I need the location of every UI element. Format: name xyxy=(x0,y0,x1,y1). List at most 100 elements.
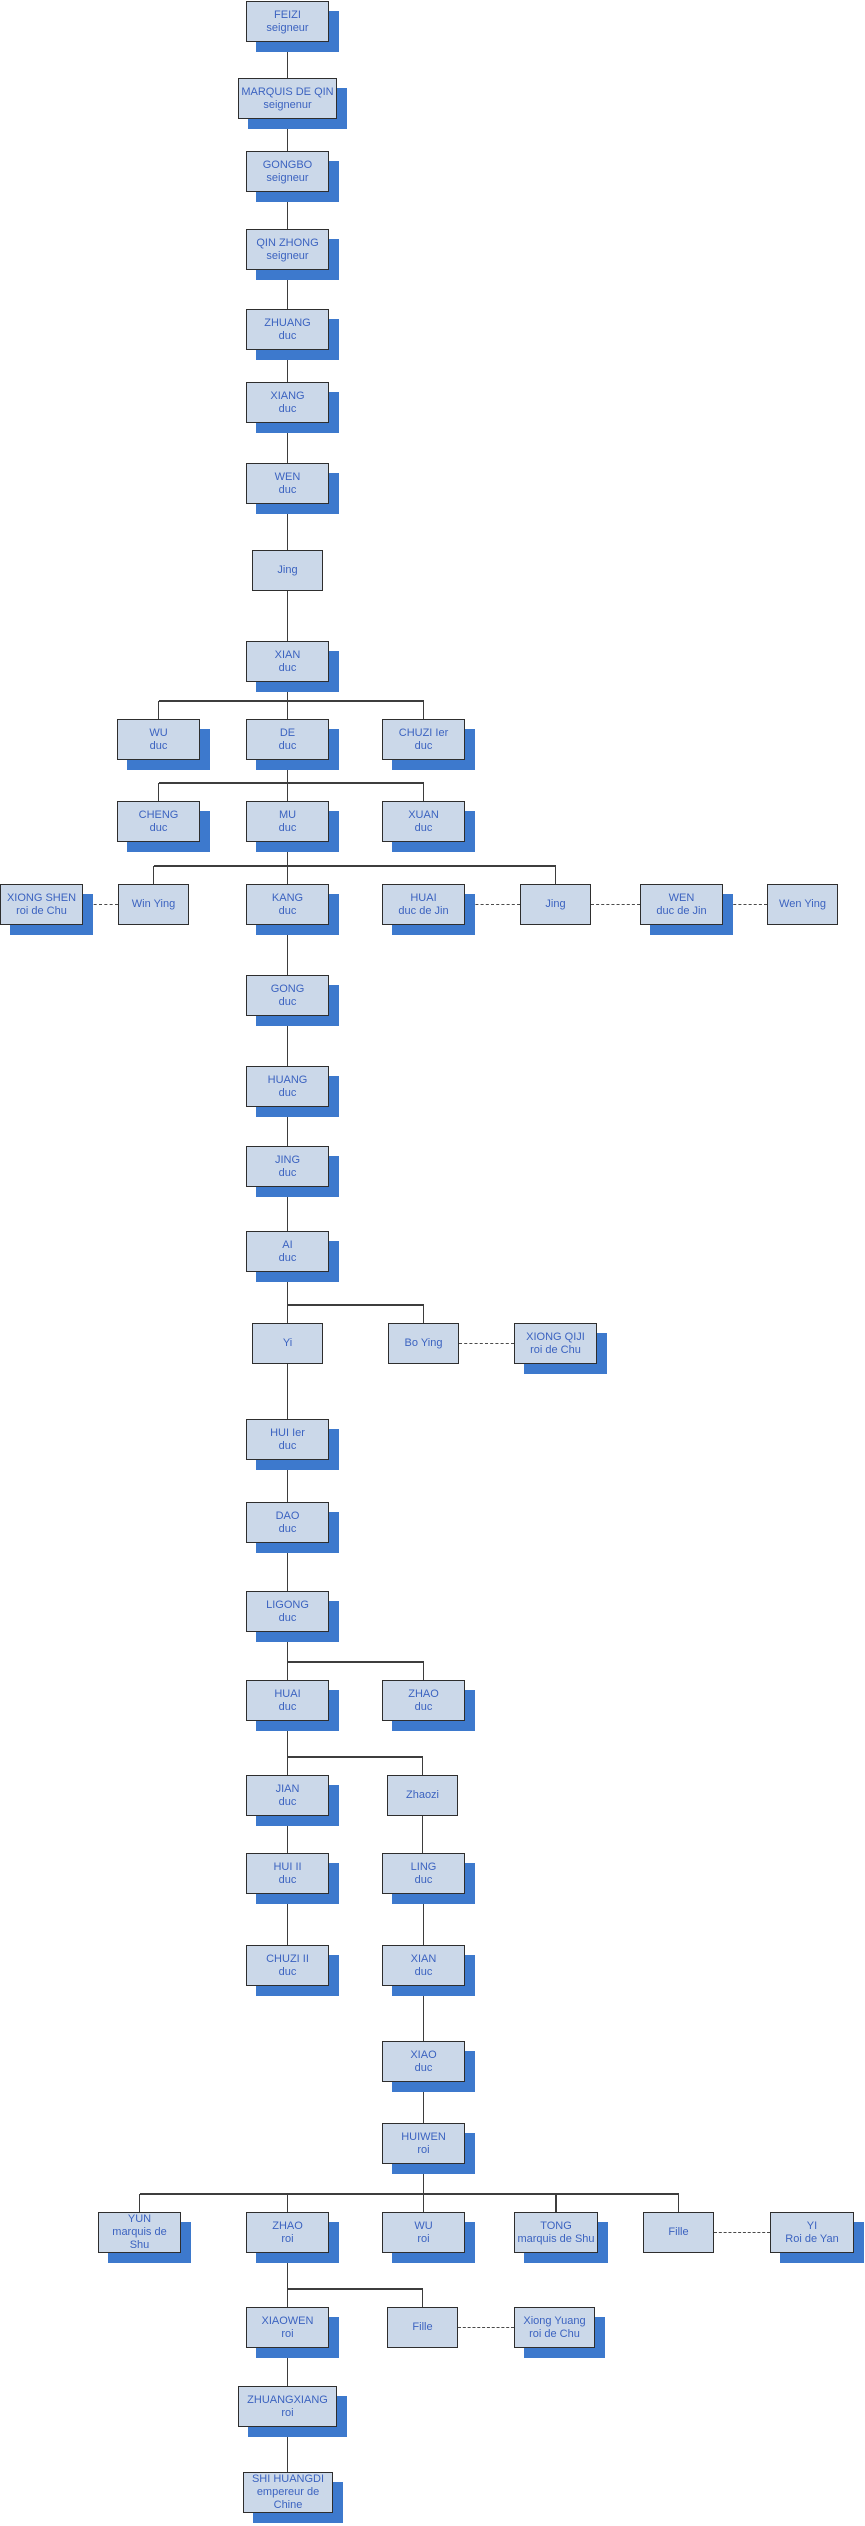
tree-connector-line xyxy=(286,842,289,866)
tree-branch-line xyxy=(287,1756,423,1758)
node-boying[interactable]: Bo Ying xyxy=(388,1323,459,1364)
node-name: WEN xyxy=(274,470,301,483)
node-jing1[interactable]: Jing xyxy=(252,550,323,591)
node-name: HUI Ier xyxy=(270,1426,305,1439)
marriage-dashed-line xyxy=(723,903,767,905)
tree-connector-line xyxy=(286,2289,289,2307)
node-winying[interactable]: Win Ying xyxy=(118,884,189,925)
tree-connector-line xyxy=(286,1460,289,1502)
node-title: marquis de Shu xyxy=(517,2232,595,2245)
node-name: YUN xyxy=(127,2213,152,2225)
marriage-dashed-line xyxy=(459,1342,514,1344)
node-jing2[interactable]: Jing xyxy=(520,884,591,925)
tree-connector-line xyxy=(157,701,160,719)
marriage-dashed-line xyxy=(83,903,118,905)
tree-connector-line xyxy=(286,2194,289,2212)
node-title: seigneur xyxy=(266,249,309,262)
node-title: duc xyxy=(414,2061,433,2074)
node-title: duc de Jin xyxy=(656,904,707,917)
node-title: duc xyxy=(278,329,297,342)
tree-connector-line xyxy=(286,701,289,719)
node-name: XUAN xyxy=(408,808,439,821)
tree-connector-line xyxy=(286,1662,289,1680)
tree-connector-line xyxy=(677,2194,680,2212)
tree-connector-line xyxy=(286,682,289,701)
node-name: LIGONG xyxy=(266,1598,309,1611)
node-title: duc xyxy=(278,1439,297,1452)
node-name: WU xyxy=(149,726,168,739)
node-zhaozi[interactable]: Zhaozi xyxy=(387,1775,458,1816)
node-name: ZHUANGXIANG xyxy=(247,2393,328,2406)
node-name: HUANG xyxy=(267,1073,308,1086)
tree-connector-line xyxy=(422,783,425,801)
node-title: roi xyxy=(417,2232,430,2245)
node-fille1[interactable]: Fille xyxy=(643,2212,714,2253)
node-title: duc xyxy=(278,1611,297,1624)
tree-connector-line xyxy=(286,1721,289,1757)
node-name: XIAN xyxy=(410,1952,437,1965)
node-title: seignenur xyxy=(263,98,312,111)
node-title: duc xyxy=(278,1700,297,1713)
node-title: duc xyxy=(278,1522,297,1535)
node-title: duc xyxy=(149,821,168,834)
tree-connector-line xyxy=(152,866,155,884)
tree-connector-line xyxy=(138,2194,141,2212)
node-title: duc xyxy=(278,1873,297,1886)
node-fille2[interactable]: Fille xyxy=(387,2307,458,2348)
node-yi[interactable]: Yi xyxy=(252,1323,323,1364)
node-wenying[interactable]: Wen Ying xyxy=(767,884,838,925)
tree-branch-line xyxy=(287,1304,424,1306)
node-name: Fille xyxy=(668,2226,689,2238)
tree-connector-line xyxy=(286,119,289,151)
node-name: XIAOWEN xyxy=(261,2314,314,2327)
node-name: HUAI xyxy=(274,1687,301,1700)
node-title: duc xyxy=(278,1166,297,1179)
node-title: roi de Chu xyxy=(16,904,67,917)
node-name: JING xyxy=(274,1153,301,1166)
